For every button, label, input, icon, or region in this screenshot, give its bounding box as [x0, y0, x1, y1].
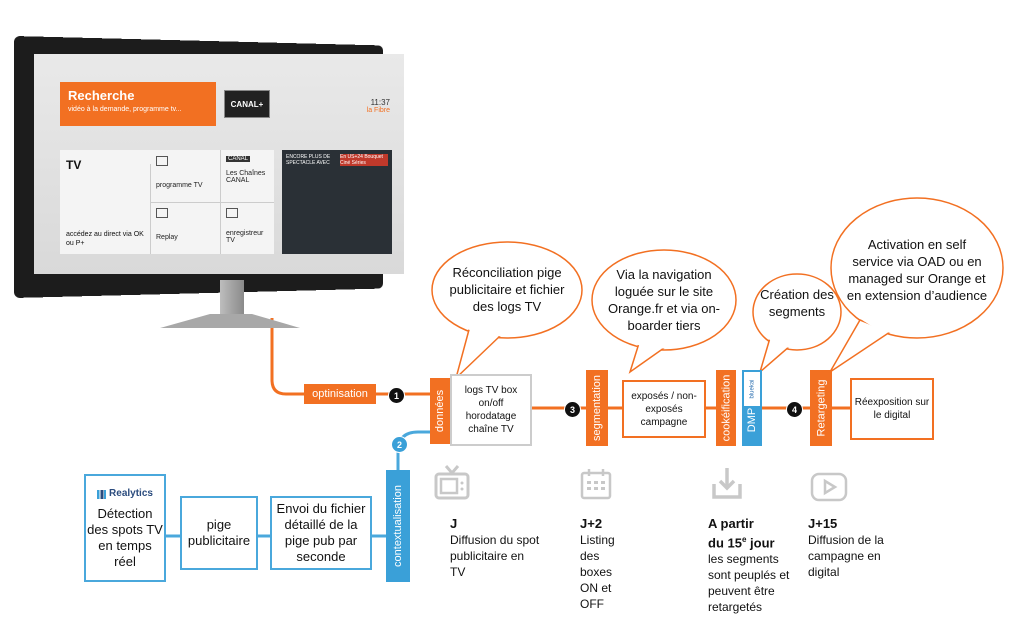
step-15e-text: les segments sont peuplés et peuvent êtr…	[708, 552, 790, 615]
tv-promo: ENCORE PLUS DE SPECTACLE AVEC En US+24 B…	[282, 150, 392, 254]
optimisation-label: optinisation	[304, 384, 376, 404]
step-j2-text: Listing des boxes ON et OFF	[580, 533, 615, 611]
step-j2-title: J+2	[580, 516, 603, 531]
step-j: J Diffusion du spot publicitaire en TV	[450, 516, 540, 580]
pige-box: pige publicitaire	[180, 496, 258, 570]
cookieification-bar: cookéification	[716, 370, 736, 446]
tv-desc: accédez au direct via OK ou P+	[66, 231, 144, 247]
tv-recorder: enregistreur TV	[226, 230, 264, 244]
tv-time: 11:37	[370, 98, 390, 107]
tv-clock: 11:37 la Fibre	[367, 98, 390, 114]
step-number-2: 2	[391, 436, 408, 453]
step-number-1: 1	[388, 387, 405, 404]
step-j-text: Diffusion du spot publicitaire en TV	[450, 533, 540, 579]
tv-promo-text: ENCORE PLUS DE SPECTACLE AVEC	[286, 154, 331, 166]
bar-chart-icon	[97, 489, 107, 499]
logs-tv-box: logs TV box on/off horodatage chaîne TV	[450, 374, 532, 446]
retargeting-text: Retargeting	[815, 379, 827, 437]
exposes-text: exposés / non-exposés campagne	[631, 390, 697, 428]
tv-time-sub: la Fibre	[366, 107, 390, 114]
step-number-3: 3	[564, 401, 581, 418]
bubble-creation: Création des segments	[760, 287, 834, 319]
step-15e-day: du 15	[708, 535, 742, 551]
tv-replay: Replay	[156, 234, 178, 241]
contextualisation-text: contextualisation	[392, 485, 405, 567]
realytics-brand: Realytics	[97, 486, 153, 502]
reexposition-box: Réexposition sur le digital	[850, 378, 934, 440]
contextualisation-bar: contextualisation	[386, 470, 410, 582]
tv-icon	[434, 465, 470, 500]
tv-screen: Recherche vidéo à la demande, programme …	[34, 54, 404, 274]
optimisation-text: optinisation	[312, 388, 368, 400]
step-j15-text: Diffusion de la campagne en digital	[808, 533, 884, 579]
cookieification-text: cookéification	[720, 374, 732, 442]
step-j-title: J	[450, 516, 458, 531]
tv-channel-logo: CANAL+	[224, 90, 270, 118]
donnees-bar: données	[430, 378, 450, 444]
realytics-box: Realytics Détection des spots TV en temp…	[84, 474, 166, 582]
tv-promo-badge: En US+24 Bouquet Ciné Séries	[340, 154, 388, 166]
tv-menu-panel: programme TV CANAL Les Chaînes CANAL Rep…	[60, 150, 274, 254]
step-15e-title2: du 15e jour	[708, 532, 800, 551]
step-number-4: 4	[786, 401, 803, 418]
tv-channels: Les Chaînes CANAL	[226, 170, 266, 184]
download-icon	[712, 468, 742, 499]
bluekai-logo: bluekai	[744, 372, 760, 406]
tv-recorder-icon	[226, 208, 238, 218]
realytics-text: Realytics	[109, 488, 153, 499]
detection-text: Détection des spots TV en temps réel	[87, 506, 163, 569]
dmp-text: DMP	[746, 407, 759, 433]
bluekai-text: bluekai	[749, 379, 756, 399]
step-15e: A partir du 15e jour les segments sont p…	[708, 516, 800, 615]
tv-grid-icon	[156, 156, 168, 166]
tv-stand-base	[160, 314, 300, 328]
calendar-icon	[580, 469, 612, 500]
donnees-text: données	[434, 389, 446, 433]
tv-search-title: Recherche	[68, 88, 135, 103]
tv-replay-icon	[156, 208, 168, 218]
bubble-navigation: Via la navigation loguée sur le site Ora…	[608, 267, 720, 333]
step-15e-sup: e	[741, 535, 747, 544]
logs-tv-text: logs TV box on/off horodatage chaîne TV	[464, 385, 518, 435]
step-15e-title1: A partir	[708, 516, 754, 531]
tv-stand-neck	[220, 280, 244, 320]
tv-search-subtitle: vidéo à la demande, programme tv...	[68, 106, 182, 113]
bubble-reconciliation: Réconciliation pige publicitaire et fich…	[449, 265, 565, 314]
tv-search-tile: Recherche vidéo à la demande, programme …	[60, 82, 216, 126]
bubble-activation: Activation en self service via OAD ou en…	[846, 237, 988, 303]
step-15e-jour: jour	[750, 535, 775, 551]
retargeting-bar: Retargeting	[810, 370, 832, 446]
step-j15: J+15 Diffusion de la campagne en digital	[808, 516, 898, 580]
reexposition-text: Réexposition sur le digital	[854, 397, 930, 421]
pige-text: pige publicitaire	[187, 517, 251, 548]
tv-canal-logo: CANAL	[226, 156, 251, 162]
step-j15-title: J+15	[808, 516, 838, 531]
envoi-box: Envoi du fichier détaillé de la pige pub…	[270, 496, 372, 570]
tv-programme: programme TV	[156, 182, 203, 189]
segmentation-bar: segmentation	[586, 370, 608, 446]
step-j2: J+2 Listing des boxes ON et OFF	[580, 516, 630, 612]
play-icon	[810, 472, 848, 502]
envoi-text: Envoi du fichier détaillé de la pige pub…	[276, 501, 366, 564]
tv-label: TV	[66, 158, 82, 172]
exposes-box: exposés / non-exposés campagne	[622, 380, 706, 438]
segmentation-text: segmentation	[591, 374, 604, 442]
